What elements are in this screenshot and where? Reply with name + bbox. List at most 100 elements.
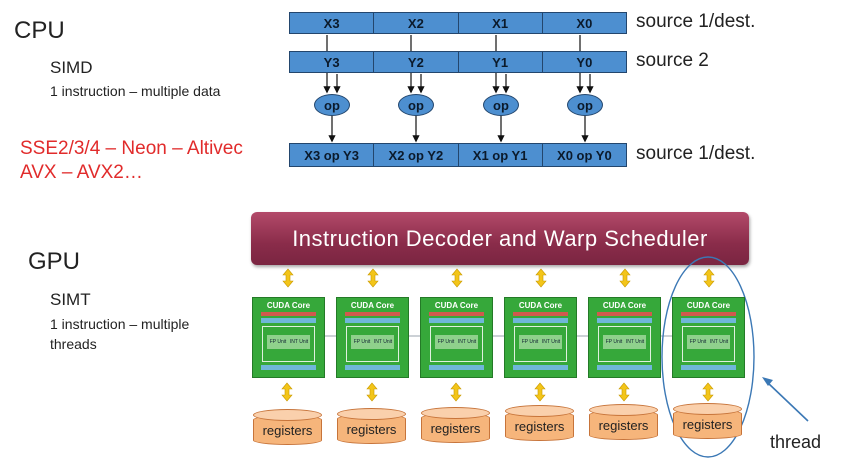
register-cell: Y0 — [576, 54, 593, 70]
warp-scheduler-banner: Instruction Decoder and Warp Scheduler — [251, 212, 749, 265]
core-operand-bar — [513, 318, 568, 323]
register-cell: Y3 — [290, 52, 375, 72]
registers-cylinder: registers — [253, 409, 322, 445]
core-result-bar — [597, 365, 652, 370]
simt-label: SIMT — [50, 290, 91, 309]
register-cell: X2 — [374, 13, 459, 33]
simt-description-line-2: threads — [50, 336, 97, 352]
core-operand-bar — [681, 318, 736, 323]
source1-label: source 1/dest. — [636, 11, 756, 32]
core-dispatch-bar — [681, 312, 736, 316]
registers-cylinder: registers — [673, 403, 742, 439]
cuda-core: CUDA Core FP Unit INT Unit — [336, 297, 409, 378]
core-unit-box: FP Unit INT Unit — [682, 326, 735, 362]
core-result-bar — [681, 365, 736, 370]
cuda-core-title: CUDA Core — [434, 301, 479, 310]
source2-label: source 2 — [636, 50, 709, 71]
cylinder-body — [421, 413, 490, 443]
registers-cylinder: registers — [337, 408, 406, 444]
cuda-core: CUDA Core FP Unit INT Unit — [420, 297, 493, 378]
result-register-row: X3 op Y3 X2 op Y2 X1 op Y1 X0 op Y0 — [289, 143, 627, 167]
core-operand-bar — [345, 318, 400, 323]
cylinder-top — [421, 407, 490, 419]
core-result-bar — [261, 365, 316, 370]
cuda-core-title: CUDA Core — [602, 301, 647, 310]
simd-description: 1 instruction – multiple data — [50, 83, 221, 99]
registers-label: registers — [598, 418, 649, 433]
cuda-core-title: CUDA Core — [266, 301, 311, 310]
registers-label: registers — [682, 417, 733, 432]
op-node: op — [483, 94, 519, 116]
core-result-bar — [345, 365, 400, 370]
registers-label: registers — [514, 419, 565, 434]
int-unit: INT Unit — [456, 335, 478, 349]
int-unit: INT Unit — [540, 335, 562, 349]
registers-label: registers — [262, 423, 313, 438]
thread-pointer — [762, 377, 809, 422]
int-unit: INT Unit — [708, 335, 730, 349]
core-result-bar — [429, 365, 484, 370]
registers-cylinder: registers — [589, 404, 658, 440]
core-operand-bar — [261, 318, 316, 323]
cuda-core-title: CUDA Core — [686, 301, 731, 310]
core-operand-bar — [429, 318, 484, 323]
registers-label: registers — [346, 422, 397, 437]
cuda-core: CUDA Core FP Unit INT Unit — [672, 297, 745, 378]
cylinder-top — [589, 404, 658, 416]
cuda-core-title: CUDA Core — [350, 301, 395, 310]
register-cell: X0 op Y0 — [557, 147, 612, 163]
core-dispatch-bar — [597, 312, 652, 316]
cylinder-top — [253, 409, 322, 421]
register-cell: Y1 — [459, 52, 543, 72]
registers-label: registers — [430, 421, 481, 436]
fp-unit: FP Unit — [435, 335, 457, 349]
cylinder-top — [673, 403, 742, 415]
register-cell: X2 op Y2 — [374, 144, 459, 166]
fp-unit: FP Unit — [351, 335, 373, 349]
op-node: op — [314, 94, 350, 116]
fp-unit: FP Unit — [603, 335, 625, 349]
core-unit-box: FP Unit INT Unit — [262, 326, 315, 362]
core-dispatch-bar — [261, 312, 316, 316]
cpu-title: CPU — [14, 17, 65, 44]
simt-description-line-1: 1 instruction – multiple — [50, 316, 190, 332]
cylinder-top — [505, 405, 574, 417]
register-cell: X3 — [290, 13, 375, 33]
op-node: op — [398, 94, 434, 116]
thread-ellipse — [661, 256, 755, 458]
source2-register-row: Y3 Y2 Y1 Y0 — [289, 51, 627, 73]
core-operand-bar — [597, 318, 652, 323]
cuda-core: CUDA Core FP Unit INT Unit — [504, 297, 577, 378]
gpu-title: GPU — [28, 248, 81, 275]
core-unit-box: FP Unit INT Unit — [598, 326, 651, 362]
fp-unit: FP Unit — [267, 335, 289, 349]
int-unit: INT Unit — [372, 335, 394, 349]
register-cell: X3 op Y3 — [290, 144, 375, 166]
isa-line-2: AVX – AVX2… — [20, 162, 143, 183]
yellow-arrow-group — [281, 268, 715, 402]
register-cell: Y2 — [374, 52, 459, 72]
int-unit: INT Unit — [624, 335, 646, 349]
thread-label: thread — [770, 432, 822, 452]
register-cell: X1 op Y1 — [459, 144, 543, 166]
register-cell: X1 — [459, 13, 543, 33]
simd-label: SIMD — [50, 58, 93, 77]
op-node: op — [567, 94, 603, 116]
core-dispatch-bar — [345, 312, 400, 316]
core-result-bar — [513, 365, 568, 370]
registers-cylinder: registers — [421, 407, 490, 443]
core-dispatch-bar — [513, 312, 568, 316]
core-unit-box: FP Unit INT Unit — [514, 326, 567, 362]
cuda-core: CUDA Core FP Unit INT Unit — [252, 297, 325, 378]
register-cell: X0 — [576, 15, 593, 31]
core-unit-box: FP Unit INT Unit — [346, 326, 399, 362]
int-unit: INT Unit — [288, 335, 310, 349]
cylinder-top — [337, 408, 406, 420]
core-unit-box: FP Unit INT Unit — [430, 326, 483, 362]
fp-unit: FP Unit — [687, 335, 709, 349]
fp-unit: FP Unit — [519, 335, 541, 349]
cuda-core: CUDA Core FP Unit INT Unit — [588, 297, 661, 378]
isa-line-1: SSE2/3/4 – Neon – Altivec — [20, 138, 243, 159]
dest-label: source 1/dest. — [636, 143, 756, 164]
